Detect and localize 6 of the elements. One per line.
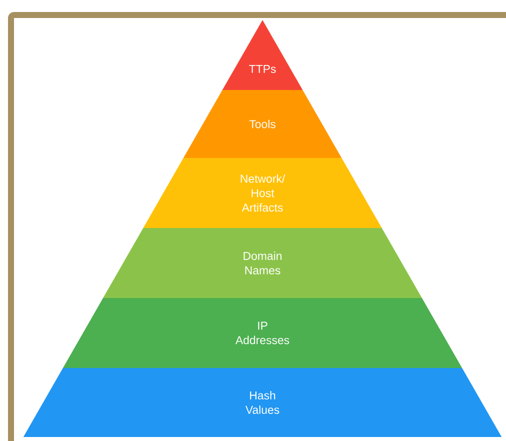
pyramid-layer: IP Addresses <box>62 298 462 368</box>
pyramid-layer: TTPs <box>222 20 303 90</box>
pyramid-layer: Hash Values <box>23 368 502 437</box>
pyramid-layer: Domain Names <box>103 228 422 298</box>
pyramid-layer: Network/ Host Artifacts <box>143 158 382 228</box>
pyramid-layer: Tools <box>183 90 342 158</box>
